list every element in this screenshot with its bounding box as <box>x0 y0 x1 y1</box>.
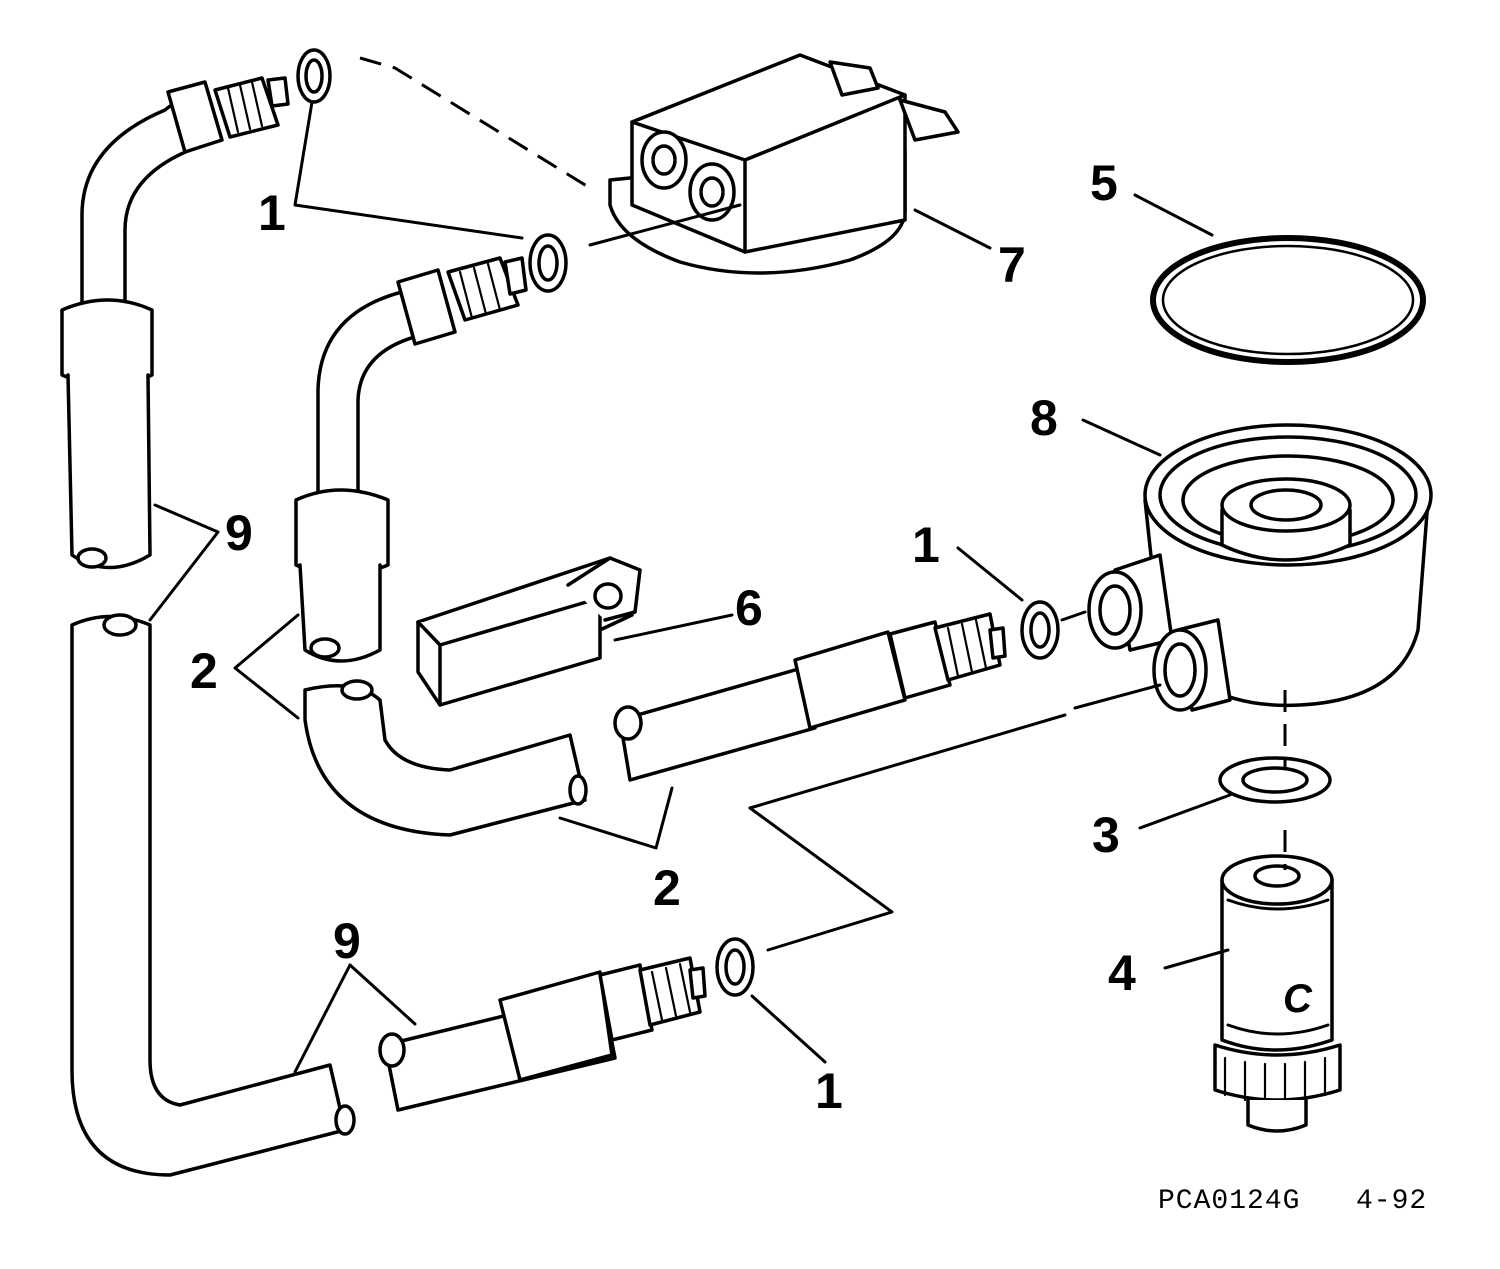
label-adapter: 4 <box>1108 945 1136 1001</box>
clip-part <box>416 556 642 707</box>
hose-clamp-u-hose <box>303 679 588 837</box>
hose-lower-left <box>70 613 356 1177</box>
gasket-part <box>1150 235 1426 365</box>
hose-bottom-fitting <box>378 956 707 1112</box>
filter-adapter-part <box>1087 423 1433 712</box>
hose-right-fitting <box>613 612 1007 782</box>
label-hose-upper: 9 <box>225 505 253 561</box>
connector-block-part <box>608 53 960 275</box>
drawing-code: PCA0124G <box>1158 1186 1300 1217</box>
label-connector-block: 7 <box>998 237 1026 293</box>
label-gasket: 5 <box>1090 155 1118 211</box>
label-o-ring-top: 1 <box>258 185 286 241</box>
label-hose-clamp-right: 2 <box>653 860 681 916</box>
adapter-part: C <box>1213 854 1342 1133</box>
label-o-ring-bottom: 1 <box>815 1063 843 1119</box>
label-hose-clamp-left: 2 <box>190 643 218 699</box>
label-filter-adapter: 8 <box>1030 390 1058 446</box>
hose-upper-left <box>60 76 290 570</box>
assembly-dashed-line <box>359 56 591 190</box>
label-clip: 6 <box>735 580 763 636</box>
label-hose-lower: 9 <box>333 913 361 969</box>
drawing-date: 4-92 <box>1356 1186 1427 1217</box>
callout-labels: 1 7 5 8 1 6 9 2 2 3 4 9 1 <box>190 155 1136 1119</box>
hose-middle-tube <box>294 256 528 663</box>
label-o-ring-right: 1 <box>912 517 940 573</box>
adapter-mark: C <box>1283 977 1313 1021</box>
o-ring-parts <box>296 48 1060 997</box>
label-washer: 3 <box>1092 807 1120 863</box>
washer-part <box>1218 756 1332 804</box>
leader-lines <box>148 100 1232 1074</box>
